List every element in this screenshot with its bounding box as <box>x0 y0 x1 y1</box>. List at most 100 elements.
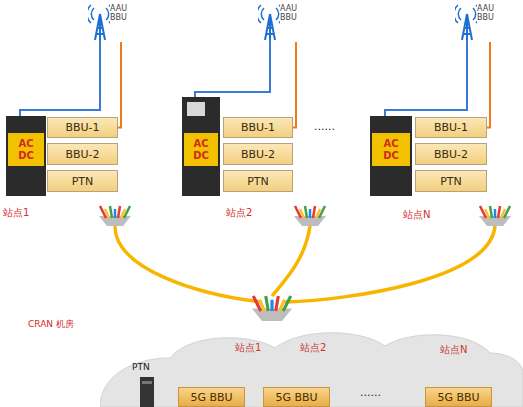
power-label-band: AC DC <box>372 133 410 166</box>
equipment-box: BBU-1 <box>415 117 487 138</box>
fiber-connector <box>294 206 326 226</box>
site-name: 站点1 <box>235 341 261 355</box>
node-text: BBU-2 <box>241 148 275 161</box>
node-text: AC DC <box>193 138 209 161</box>
cran-room-cloud: 站点1 站点2 站点N PTN 5G BBU 5G BBU 5G BBU <box>100 328 523 407</box>
node-text: 5G BBU <box>190 391 232 404</box>
node-text: BBU-1 <box>241 121 275 134</box>
ptn-rack-icon <box>138 375 168 407</box>
equipment-box: BBU-2 <box>47 143 118 165</box>
antenna-mast <box>462 14 472 40</box>
site-label: 站点2 <box>226 206 252 220</box>
bbu-box: 5G BBU <box>178 387 245 407</box>
fiber-line <box>272 226 310 296</box>
fiber-stroke <box>124 206 130 218</box>
fiber-stroke <box>305 206 307 218</box>
node-text: AC DC <box>383 138 399 161</box>
cabinet-panel <box>187 102 205 116</box>
fiber-stroke <box>300 209 304 218</box>
power-label-band: AC DC <box>8 133 44 166</box>
cabinet <box>370 116 412 196</box>
antenna-icon <box>258 2 280 42</box>
fiber-line <box>285 226 495 302</box>
feeder-line <box>20 40 100 116</box>
site-label: 站点1 <box>3 206 29 220</box>
fiber-stroke <box>490 206 492 218</box>
cabinet <box>6 116 46 196</box>
antenna-icon <box>455 2 477 42</box>
ptn-rack <box>140 377 154 407</box>
fiber-stroke <box>313 206 315 218</box>
cabinet <box>182 97 220 196</box>
antenna-mast <box>95 14 105 40</box>
power-label-band: AC DC <box>184 133 218 166</box>
feeder-connector <box>487 42 490 128</box>
equipment-box: PTN <box>223 170 293 192</box>
cloud-shape <box>100 333 523 407</box>
equipment-box: BBU-1 <box>223 117 293 138</box>
node-text: BBU-2 <box>65 148 99 161</box>
equipment-box: BBU-2 <box>415 143 487 165</box>
radio-waves <box>258 5 280 23</box>
fiber-line <box>115 226 262 302</box>
node-text: AAU BBU <box>110 5 127 23</box>
fiber-stroke <box>283 296 291 311</box>
site-name: 站点N <box>440 343 467 357</box>
ellipsis: ...... <box>360 386 381 399</box>
feeder-connector <box>118 42 121 128</box>
fiber-connector <box>252 296 292 321</box>
ptn-slot <box>142 381 152 384</box>
antenna-unit: AAU BBU <box>258 2 300 42</box>
equipment-box: PTN <box>415 170 487 192</box>
antenna-icon <box>88 2 110 42</box>
fiber-connector <box>479 206 511 226</box>
fiber-stroke <box>260 300 265 311</box>
fiber-stroke <box>498 206 500 218</box>
site-name: 站点2 <box>300 341 326 355</box>
feeder-line <box>385 40 467 116</box>
fiber-stroke <box>118 206 120 218</box>
room-label: CRAN 机房 <box>28 318 74 331</box>
fiber-stroke <box>266 296 269 311</box>
node-text: 5G BBU <box>437 391 479 404</box>
fiber-stroke <box>276 296 279 311</box>
fiber-stroke <box>494 209 497 218</box>
fiber-stroke <box>319 206 325 218</box>
node-text: BBU-2 <box>434 148 468 161</box>
fiber-stroke <box>485 209 489 218</box>
node-text: BBU-1 <box>65 121 99 134</box>
fiber-stroke <box>309 209 312 218</box>
radio-waves <box>88 5 110 23</box>
node-text: AAU BBU <box>477 5 494 23</box>
radio-waves <box>455 5 477 23</box>
node-text: 5G BBU <box>275 391 317 404</box>
ptn-device: PTN <box>132 362 162 407</box>
feeder-line <box>195 40 270 97</box>
site-label: 站点N <box>403 208 430 222</box>
equipment-box: PTN <box>47 170 118 192</box>
equipment-box: BBU-1 <box>47 117 118 138</box>
fiber-stroke <box>504 206 510 218</box>
fiber-stroke <box>105 209 109 218</box>
bbu-box: 5G BBU <box>263 387 330 407</box>
antenna-unit: AAU BBU <box>455 2 500 42</box>
node-text: PTN <box>72 175 94 188</box>
node-text: PTN <box>132 362 150 372</box>
node-text: PTN <box>440 175 462 188</box>
feeder-connector <box>293 42 296 128</box>
antenna-mast <box>265 14 275 40</box>
fiber-stroke <box>114 209 117 218</box>
node-text: AAU BBU <box>280 5 297 23</box>
node-text: PTN <box>247 175 269 188</box>
equipment-box: BBU-2 <box>223 143 293 165</box>
node-text: AC DC <box>18 138 34 161</box>
antenna-unit: AAU BBU <box>88 2 130 42</box>
ellipsis: ...... <box>314 120 335 133</box>
node-text: BBU-1 <box>434 121 468 134</box>
fiber-stroke <box>110 206 112 218</box>
fiber-connector <box>99 206 131 226</box>
bbu-box: 5G BBU <box>425 387 492 407</box>
fiber-stroke <box>270 300 273 311</box>
